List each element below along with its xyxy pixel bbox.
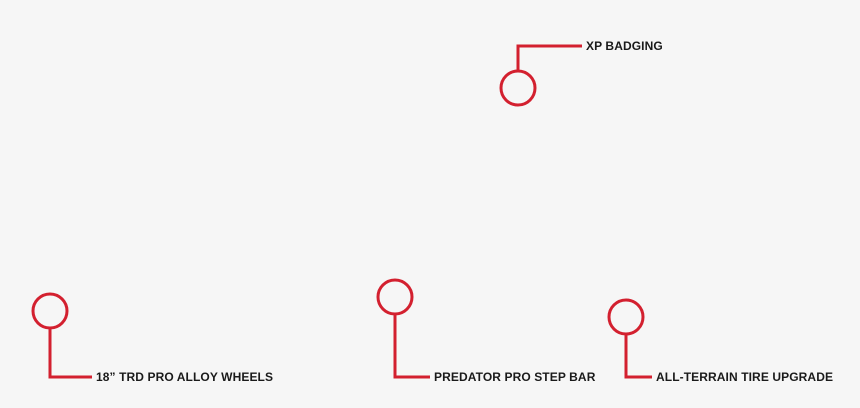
callout-leader-line — [48, 328, 92, 379]
callout-label-predator-pro-step-bar: PREDATOR PRO STEP BAR — [434, 370, 596, 384]
callout-marker-circle[interactable] — [31, 292, 69, 330]
callout-trd-pro-alloy-wheels[interactable] — [31, 292, 92, 379]
callout-leader-line — [624, 334, 652, 379]
callout-marker-circle[interactable] — [607, 298, 645, 336]
callout-marker-circle[interactable] — [376, 278, 414, 316]
callout-label-all-terrain-tire-upgrade: ALL-TERRAIN TIRE UPGRADE — [656, 370, 834, 384]
callout-label-trd-pro-alloy-wheels: 18” TRD PRO ALLOY WHEELS — [96, 370, 274, 384]
callout-predator-pro-step-bar[interactable] — [376, 278, 430, 379]
callout-label-xp-badging: XP BADGING — [586, 39, 663, 53]
callout-marker-circle[interactable] — [499, 69, 537, 107]
callout-xp-badging[interactable] — [499, 44, 582, 107]
callout-leader-line — [393, 314, 430, 379]
callout-leader-line — [516, 44, 582, 71]
callout-all-terrain-tire-upgrade[interactable] — [607, 298, 652, 379]
